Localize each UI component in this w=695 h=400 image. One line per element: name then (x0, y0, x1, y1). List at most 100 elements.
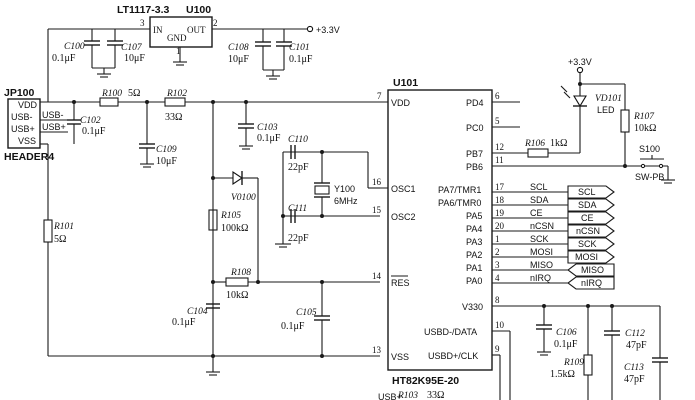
r101-body (43, 219, 53, 243)
mcu-rpin-8: PA3 (466, 237, 482, 247)
mcu-lpin-0: VDD (391, 98, 411, 108)
mcu-rpin-6: PA5 (466, 211, 482, 221)
c106-value: 0.1μF (554, 339, 578, 350)
mcu-rpin-num-1: 5 (495, 116, 500, 126)
r107-name: R107 (633, 112, 655, 122)
r102-name: R102 (166, 89, 187, 99)
r100-value: 5Ω (128, 88, 140, 99)
mcu-rpin-num-14: 9 (495, 344, 500, 354)
mcu-rpin-num-4: 17 (495, 182, 505, 192)
c110-name: C110 (288, 135, 308, 145)
net-label-ncsn: nCSN (530, 221, 554, 231)
net-label-nirq: nIRQ (530, 273, 551, 283)
mcu-rpin-11: PA0 (466, 276, 482, 286)
regulator-pin-gnd: GND (167, 33, 187, 43)
regulator-ref: U100 (186, 4, 211, 16)
r109-name: R109 (563, 358, 584, 368)
c108-name: C108 (228, 43, 249, 53)
r103-value: 33Ω (427, 390, 444, 400)
port-sck: SCK (578, 239, 597, 249)
net-label-sck: SCK (530, 234, 549, 244)
mcu-lpin-num-4: 13 (372, 345, 382, 355)
mcu-lpin-num-3: 14 (372, 271, 382, 281)
c105-value: 0.1μF (281, 321, 305, 332)
mcu-lpin-num-1: 16 (372, 177, 382, 187)
crystal-name: Y100 (334, 184, 355, 194)
mcu-rpin-10: PA1 (466, 263, 482, 273)
c109-name: C109 (156, 145, 177, 155)
connector-pin-1: VDD (18, 100, 38, 110)
mcu-body (387, 89, 493, 371)
r109-value: 1.5kΩ (550, 369, 575, 380)
c112-name: C112 (625, 329, 645, 339)
port-scl: SCL (578, 187, 596, 197)
mcu-lpin-4: VSS (391, 352, 409, 362)
mcu-lpin-num-0: 7 (377, 91, 382, 101)
mcu-rpin-13: USBD-/DATA (424, 327, 477, 337)
mcu-rpin-num-0: 6 (495, 91, 500, 101)
regulator-pin-out: OUT (187, 25, 206, 35)
mcu-rpin-num-11: 4 (495, 273, 500, 283)
regulator-pin-in: IN (153, 25, 163, 35)
connector-pin-4: VSS (18, 136, 36, 146)
usb-minus-net: USB- (42, 110, 64, 120)
switch-name: S100 (639, 144, 660, 154)
connector-pin-2: USB- (11, 112, 33, 122)
r100-name: R100 (101, 89, 122, 99)
mcu-rpin-1: PC0 (466, 123, 484, 133)
c103-name: C103 (257, 123, 278, 133)
connector-name: HEADER4 (4, 151, 54, 163)
crystal-value: 6MHz (334, 196, 358, 206)
r107-body (620, 109, 630, 133)
mcu-rpin-12: V330 (462, 302, 483, 312)
net-label-sda: SDA (530, 195, 549, 205)
c104-name: C104 (187, 307, 208, 317)
port-tags (567, 185, 615, 290)
switch-value: SW-PB (635, 172, 664, 182)
c101-value: 0.1μF (289, 54, 313, 65)
crystal-body (314, 185, 330, 195)
mcu-rpin-7: PA4 (466, 224, 482, 234)
port-ce: CE (581, 213, 594, 223)
r105-name: R105 (220, 211, 241, 221)
mcu-lpin-2: OSC2 (391, 212, 416, 222)
c110-value: 22pF (288, 162, 309, 173)
regulator-pin-in-num: 3 (140, 18, 145, 28)
r109-body (583, 354, 593, 376)
regulator-pin-out-num: 2 (213, 18, 218, 28)
mcu-rpin-num-13: 10 (495, 320, 505, 330)
regulator-body (149, 16, 213, 48)
c106-name: C106 (556, 328, 577, 338)
r100-body (99, 97, 119, 107)
mcu-rpin-num-6: 19 (495, 208, 505, 218)
c109-value: 10μF (156, 156, 177, 167)
c100-value: 0.1μF (52, 53, 76, 64)
led-value: LED (597, 105, 615, 115)
c105-name: C105 (296, 308, 317, 318)
c104-value: 0.1μF (172, 317, 196, 328)
mcu-lpin-num-2: 15 (372, 205, 382, 215)
c107-value: 10μF (124, 53, 145, 64)
led-rail: +3.3V (568, 57, 592, 67)
mcu-lpin-3: RES (391, 278, 410, 288)
r106-body (527, 148, 549, 158)
c111-value: 22pF (288, 233, 309, 244)
regulator-part: LT1117-3.3 (117, 4, 170, 16)
mcu-rpin-5: PA6/TMR0 (438, 198, 481, 208)
c108-value: 10μF (228, 54, 249, 65)
diode-name: V0100 (231, 193, 256, 203)
port-ncsn: nCSN (576, 226, 600, 236)
r102-value: 33Ω (165, 112, 182, 123)
connector-ref: JP100 (4, 87, 35, 99)
led-body (573, 95, 587, 108)
connector-body (7, 98, 41, 149)
connector-pin-3: USB+ (11, 124, 35, 134)
rail-terminal (306, 25, 314, 33)
port-nirq: nIRQ (581, 278, 602, 288)
mcu-rpin-num-3: 11 (495, 155, 504, 165)
c112-value: 47pF (626, 340, 647, 351)
net-label-mosi: MOSI (530, 247, 553, 257)
net-label-miso: MISO (530, 260, 553, 270)
